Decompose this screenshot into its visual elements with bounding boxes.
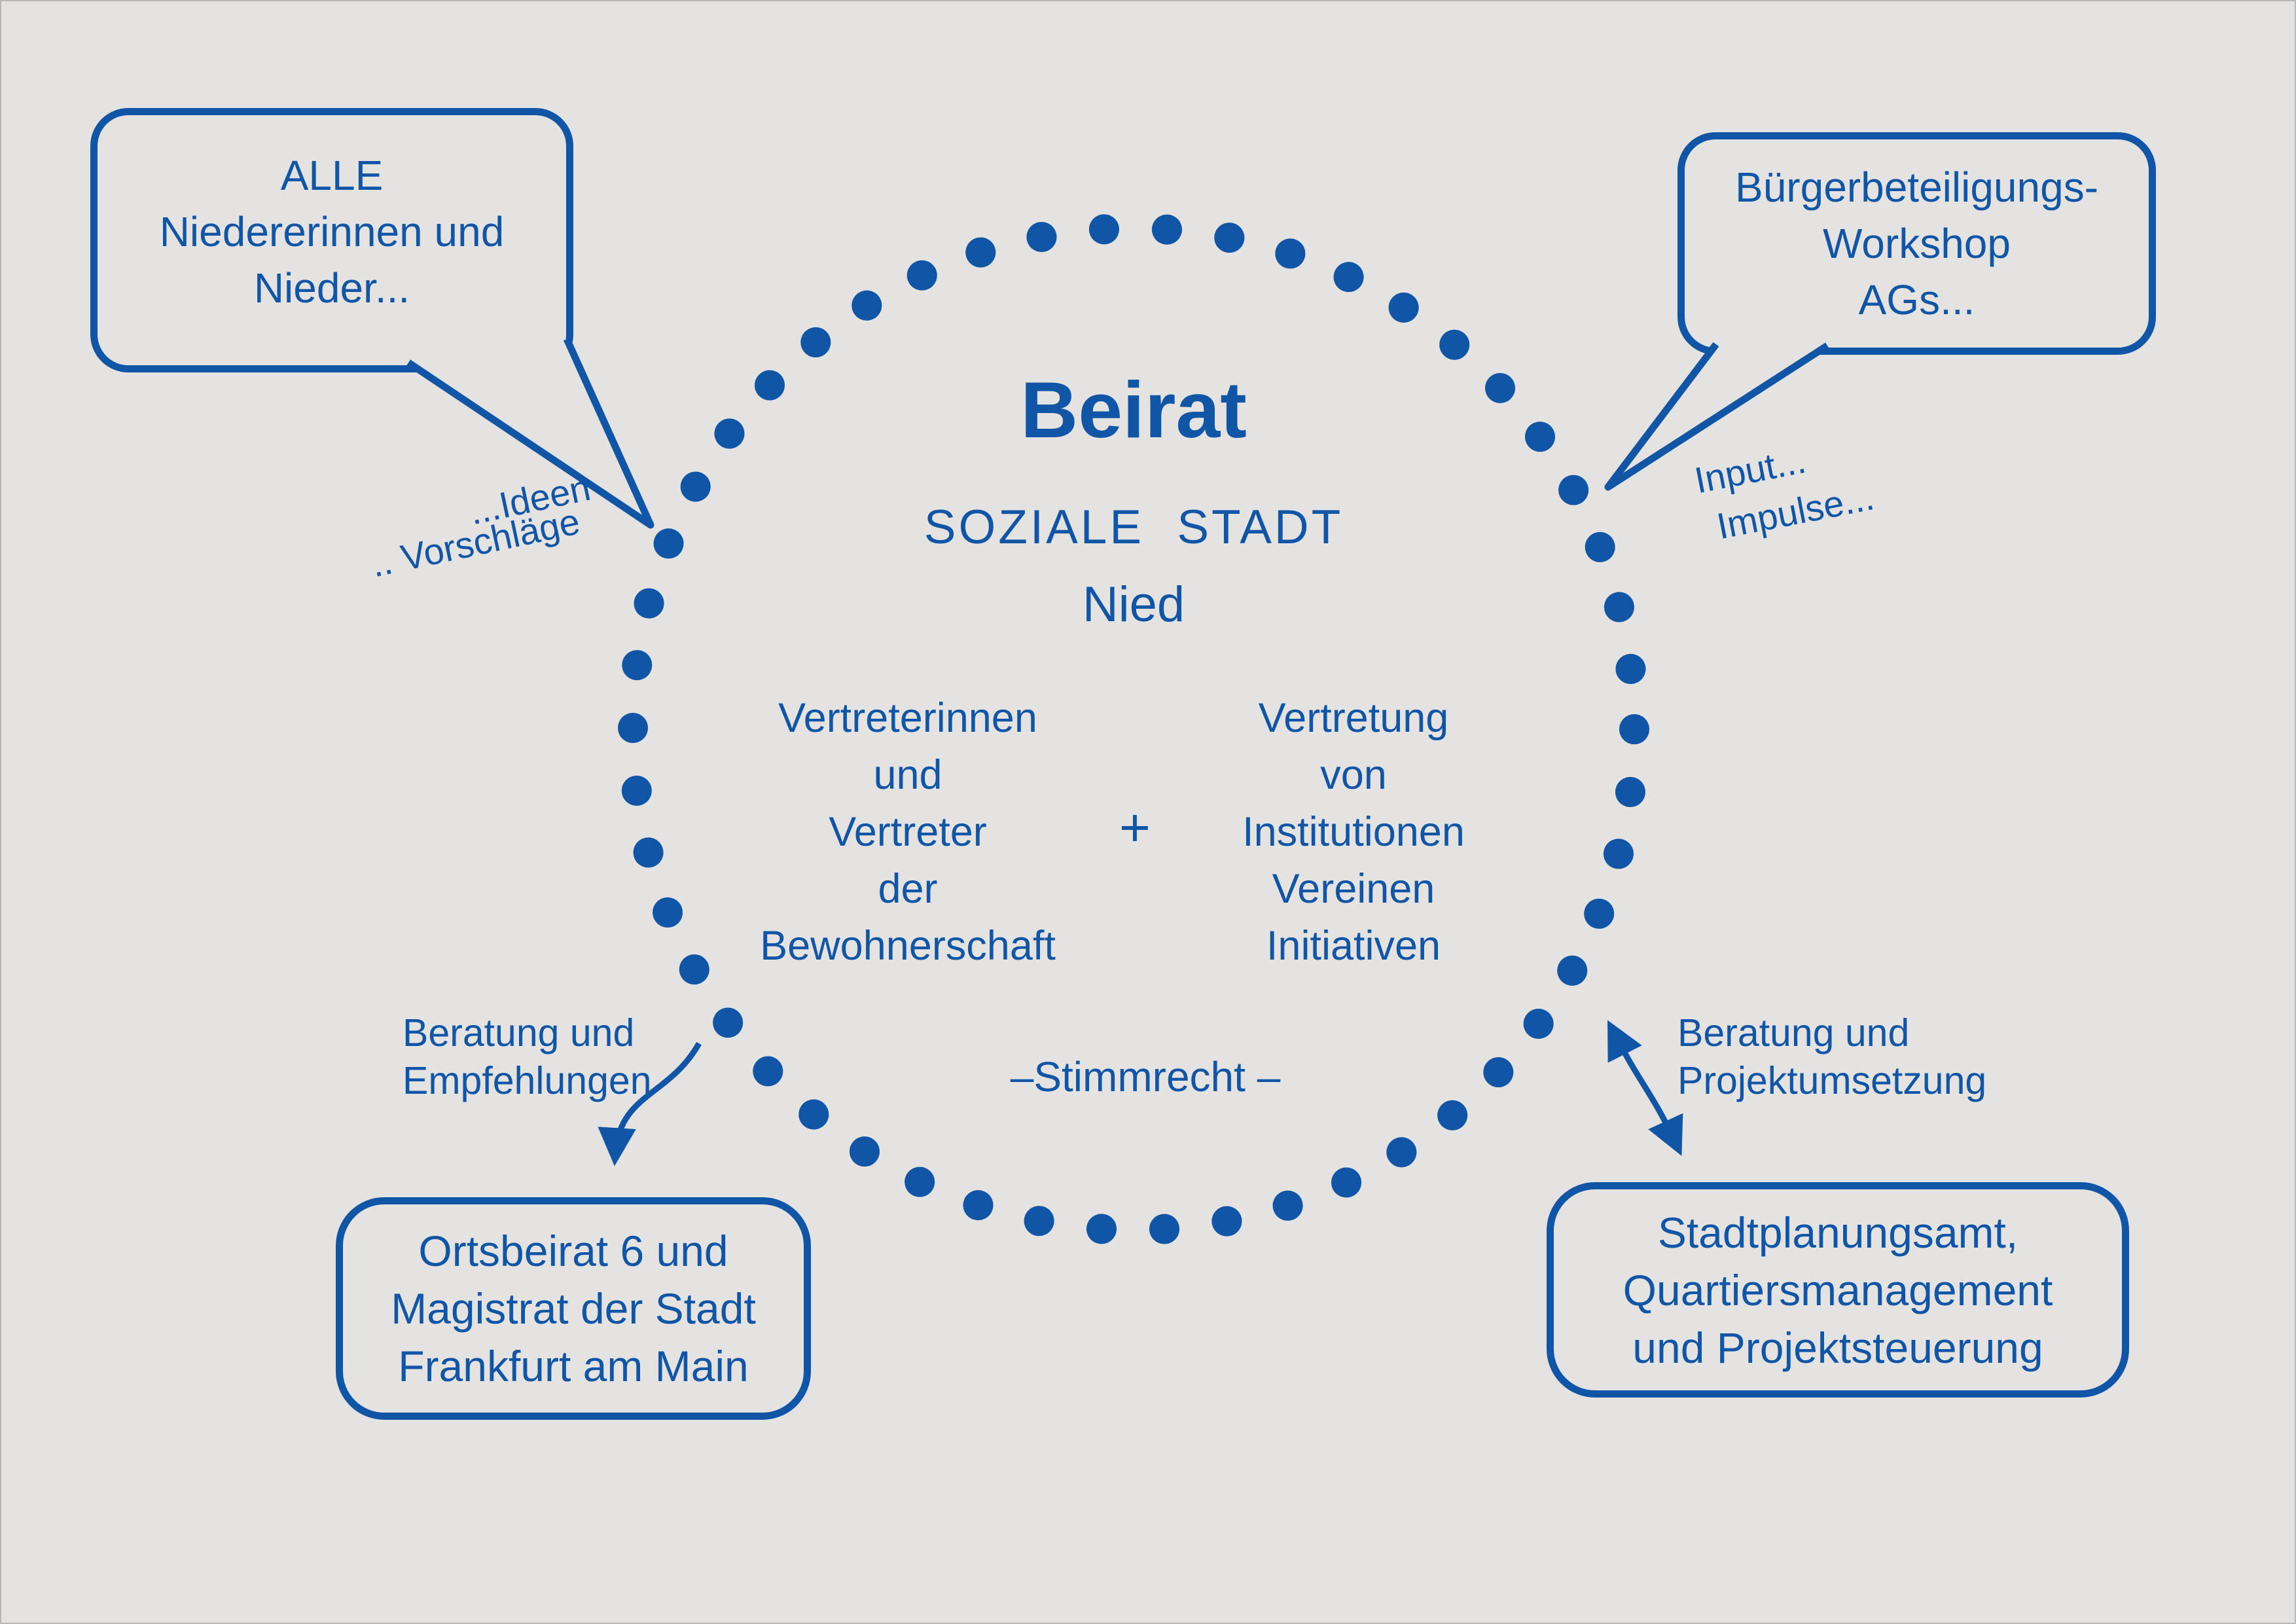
right-column-line-3: Institutionen [1242,809,1465,855]
circle-subtitle-2: Nied [1082,577,1185,632]
circle-right-column: Vertretung von Institutionen Vereinen In… [1124,690,1583,975]
speech-bubble-residents-line-3: Nieder... [253,264,410,312]
arrow-to-stadtplanungsamt [1607,1020,1683,1156]
label-beratung-empfehlungen-line-1: Beratung und [403,1011,635,1055]
circle-left-column: Vertreterinnen und Vertreter der Bewohne… [679,690,1137,975]
box-ortsbeirat-magistrat: Ortsbeirat 6 und Magistrat der Stadt Fra… [336,1197,811,1420]
circle-subtitle: SOZIALE STADT [924,501,1344,554]
speech-bubble-residents-line-2: Niedererinnen und [159,208,505,255]
box-stadtplanungsamt: Stadtplanungsamt, Quartiersmanagement un… [1547,1182,2129,1398]
right-column-line-5: Initiativen [1266,923,1441,969]
box-ortsbeirat-line-1: Ortsbeirat 6 und [418,1227,728,1275]
speech-bubble-workshops-line-3: AGs... [1858,276,1975,323]
label-beratung-empfehlungen: Beratung und Empfehlungen [403,1009,652,1105]
box-stadtplanungsamt-line-3: und Projektsteuerung [1632,1323,2043,1372]
box-stadtplanungsamt-line-1: Stadtplanungsamt, [1657,1208,2018,1257]
speech-bubble-residents-line-1: ALLE [280,152,384,199]
speech-bubble-residents: ALLE Niedererinnen und Nieder... [90,108,573,372]
left-column-line-2: und [873,752,942,798]
right-column-line-2: von [1320,752,1387,798]
left-column-line-4: der [878,866,938,912]
box-stadtplanungsamt-line-2: Quartiersmanagement [1623,1265,2053,1314]
speech-bubble-workshops-line-1: Bürgerbeteiligungs- [1735,164,2098,211]
left-column-line-3: Vertreter [829,809,987,855]
label-beratung-projektumsetzung-line-1: Beratung und [1677,1011,1910,1055]
left-column-line-5: Bewohnerschaft [760,923,1056,969]
label-beratung-empfehlungen-line-2: Empfehlungen [403,1059,652,1102]
label-beratung-projektumsetzung: Beratung und Projektumsetzung [1677,1009,1986,1105]
box-ortsbeirat-line-2: Magistrat der Stadt [391,1284,756,1333]
box-ortsbeirat-line-3: Frankfurt am Main [398,1342,749,1390]
label-beratung-projektumsetzung-line-2: Projektumsetzung [1677,1059,1987,1102]
speech-bubble-workshops: Bürgerbeteiligungs- Workshop AGs... [1677,132,2156,355]
left-column-line-1: Vertreterinnen [778,695,1037,741]
circle-title: Beirat [1020,365,1247,454]
speech-bubble-workshops-line-2: Workshop [1823,220,2011,267]
circle-bottom-label: –Stimmrecht – [1010,1053,1281,1100]
right-column-line-4: Vereinen [1272,866,1435,912]
right-column-line-1: Vertretung [1258,695,1449,741]
